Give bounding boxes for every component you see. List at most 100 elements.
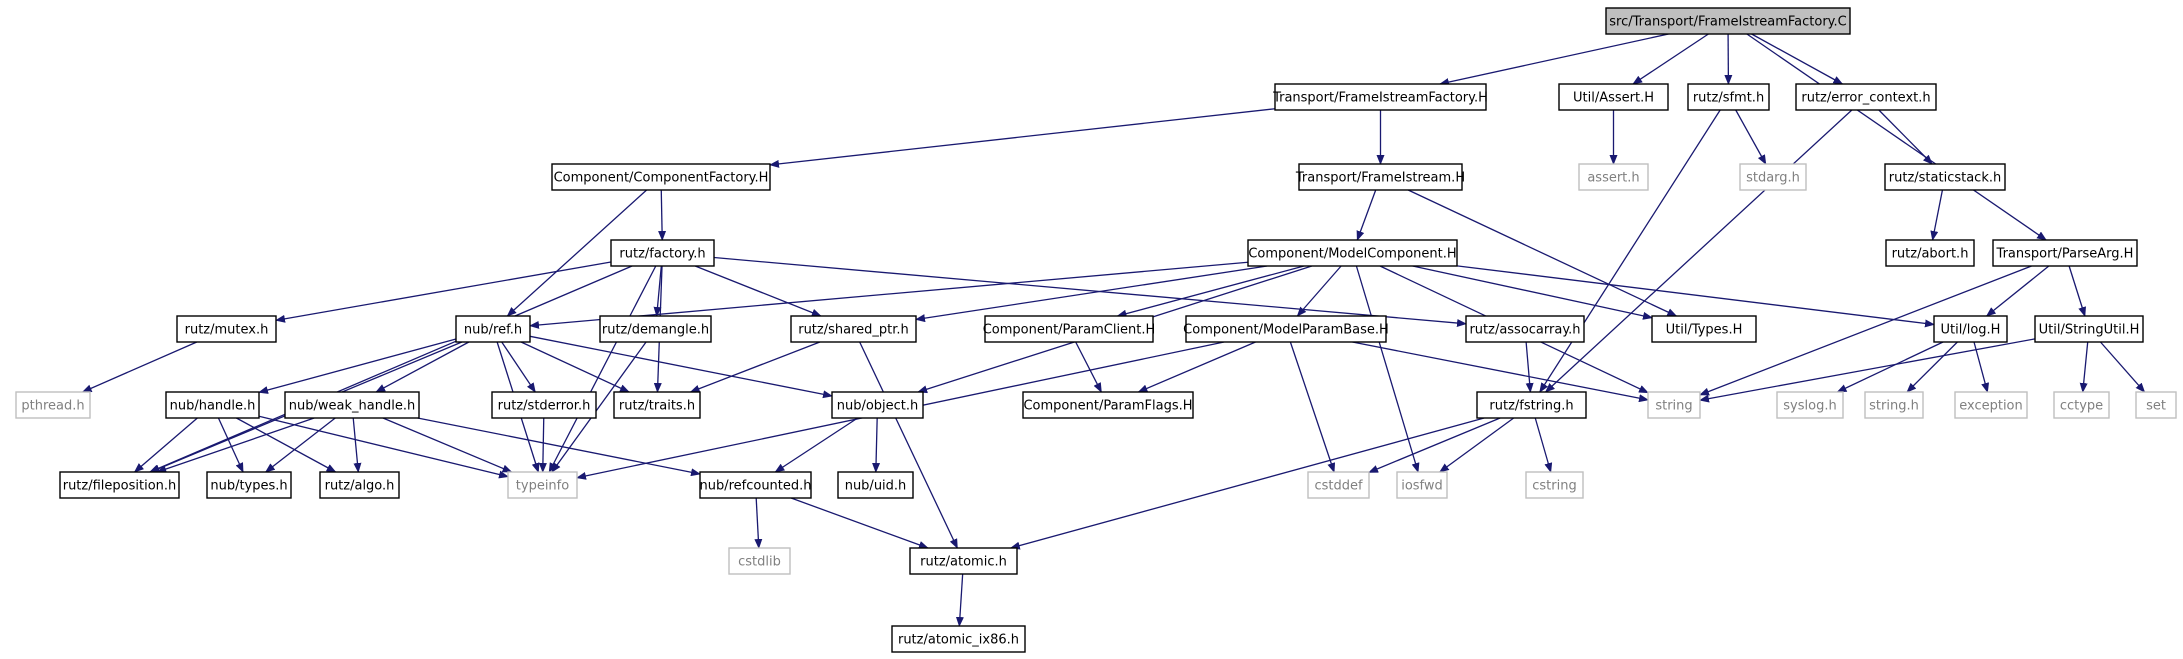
edge-nubobject-to-nubuid <box>872 417 881 473</box>
node-assocarray[interactable]: rutz/assocarray.h <box>1465 315 1585 343</box>
node-box <box>599 315 712 343</box>
node-layer: src/Transport/FrameIstreamFactory.C Trans… <box>15 7 2177 653</box>
node-set: set <box>2135 391 2177 419</box>
node-sharedptr[interactable]: rutz/shared_ptr.h <box>790 315 917 343</box>
node-mutex[interactable]: rutz/mutex.h <box>176 315 277 343</box>
node-fis[interactable]: Transport/FrameIstream.H <box>1295 163 1465 191</box>
node-box <box>984 315 1154 343</box>
node-label: nub/refcounted.h <box>699 479 811 494</box>
node-nubuid[interactable]: nub/uid.h <box>837 471 914 499</box>
node-pthread: pthread.h <box>15 391 91 419</box>
node-atomicix86[interactable]: rutz/atomic_ix86.h <box>891 625 1026 653</box>
edge-nubref-to-traits <box>520 341 630 393</box>
node-nubref[interactable]: nub/ref.h <box>455 315 531 343</box>
node-label: Component/ComponentFactory.H <box>554 171 769 186</box>
edge-root-to-fifH <box>1438 33 1669 86</box>
node-box <box>1525 471 1584 499</box>
node-box <box>1687 83 1770 111</box>
node-types[interactable]: Util/Types.H <box>1651 315 1757 343</box>
node-refcounted[interactable]: nub/refcounted.h <box>699 471 812 499</box>
node-factory[interactable]: rutz/factory.h <box>610 239 715 267</box>
edge-modelcomp-to-iosfwd <box>1355 265 1420 473</box>
node-abort[interactable]: rutz/abort.h <box>1885 239 1975 267</box>
node-box <box>831 391 924 419</box>
edge-fstring-to-atomic <box>1009 417 1485 550</box>
node-label: rutz/demangle.h <box>602 323 709 338</box>
node-staticstack[interactable]: rutz/staticstack.h <box>1884 163 2006 191</box>
node-compfac[interactable]: Component/ComponentFactory.H <box>551 163 771 191</box>
node-fstring[interactable]: rutz/fstring.h <box>1476 391 1587 419</box>
node-stringh: string.h <box>1864 391 1924 419</box>
node-assertH[interactable]: Util/Assert.H <box>1558 83 1669 111</box>
node-fifH[interactable]: Transport/FrameIstreamFactory.H <box>1272 83 1488 111</box>
edge-weakhandle-to-algo <box>352 417 362 473</box>
node-box <box>1247 239 1458 267</box>
edge-fis-to-types <box>1407 189 1678 317</box>
edge-factory-to-mutex <box>275 261 612 323</box>
edge-atomic-to-atomicix86 <box>955 573 964 627</box>
node-box <box>59 471 180 499</box>
edge-layer <box>81 33 2146 627</box>
edge-fifH-to-compfac <box>769 108 1276 168</box>
node-parsearg[interactable]: Transport/ParseArg.H <box>1992 239 2138 267</box>
node-sfmt[interactable]: rutz/sfmt.h <box>1687 83 1770 111</box>
edge-modelcomp-to-paramclient <box>1116 265 1305 318</box>
node-stdarg: stdarg.h <box>1739 163 1807 191</box>
node-label: typeinfo <box>516 479 569 494</box>
node-modelcomp[interactable]: Component/ModelComponent.H <box>1247 239 1458 267</box>
node-box <box>1605 7 1851 35</box>
edge-root-to-parsearg <box>1746 33 2047 241</box>
node-box <box>1933 315 2008 343</box>
node-root[interactable]: src/Transport/FrameIstreamFactory.C <box>1605 7 1851 35</box>
node-weakhandle[interactable]: nub/weak_handle.h <box>284 391 420 419</box>
node-box <box>284 391 420 419</box>
edge-parsearg-to-log <box>1985 265 2050 317</box>
node-iosfwd: iosfwd <box>1396 471 1448 499</box>
node-nubtypes[interactable]: nub/types.h <box>206 471 292 499</box>
node-algo[interactable]: rutz/algo.h <box>319 471 400 499</box>
node-modelparambase[interactable]: Component/ModelParamBase.H <box>1183 315 1389 343</box>
node-paramclient[interactable]: Component/ParamClient.H <box>983 315 1156 343</box>
node-filepos[interactable]: rutz/fileposition.h <box>59 471 180 499</box>
edge-stderror-to-typeinfo <box>538 417 547 473</box>
node-box <box>2053 391 2110 419</box>
edge-weakhandle-to-refcounted <box>417 417 701 477</box>
node-label: nub/handle.h <box>170 399 256 414</box>
edge-weakhandle-to-typeinfo <box>382 417 513 473</box>
node-cstdlib: cstdlib <box>728 547 791 575</box>
node-label: Component/ModelComponent.H <box>1248 247 1456 262</box>
node-paramflags[interactable]: Component/ParamFlags.H <box>1022 391 1194 419</box>
edge-root-to-assertH <box>1632 33 1709 85</box>
node-stderror[interactable]: rutz/stderror.h <box>491 391 597 419</box>
node-box <box>455 315 531 343</box>
edge-nubobject-to-refcounted <box>774 417 859 473</box>
node-stringutil[interactable]: Util/StringUtil.H <box>2034 315 2144 343</box>
edge-factory-to-demangle <box>653 265 662 317</box>
node-box <box>551 163 771 191</box>
node-label: nub/types.h <box>210 479 287 494</box>
node-syslog: syslog.h <box>1776 391 1844 419</box>
node-label: rutz/assocarray.h <box>1469 323 1580 338</box>
node-errctx[interactable]: rutz/error_context.h <box>1795 83 1937 111</box>
edge-log-to-syslog <box>1836 341 1944 393</box>
edge-compfac-to-nubref <box>506 189 648 317</box>
node-label: pthread.h <box>21 399 84 414</box>
node-box <box>1298 163 1463 191</box>
edge-parsearg-to-stringutil <box>2068 265 2086 317</box>
edge-factory-to-typeinfo <box>548 265 657 473</box>
node-label: rutz/abort.h <box>1892 247 1969 262</box>
node-handle[interactable]: nub/handle.h <box>165 391 260 419</box>
node-box <box>1992 239 2138 267</box>
node-box <box>1651 315 1757 343</box>
node-box <box>837 471 914 499</box>
edge-errctx-to-fstring <box>1544 109 1853 393</box>
node-label: Util/Types.H <box>1666 323 1743 338</box>
node-traits[interactable]: rutz/traits.h <box>613 391 701 419</box>
node-atomic[interactable]: rutz/atomic.h <box>909 547 1018 575</box>
node-log[interactable]: Util/log.H <box>1933 315 2008 343</box>
node-label: rutz/fileposition.h <box>63 479 177 494</box>
node-demangle[interactable]: rutz/demangle.h <box>599 315 712 343</box>
node-string: string <box>1647 391 1701 419</box>
node-nubobject[interactable]: nub/object.h <box>831 391 924 419</box>
node-cstddef: cstddef <box>1307 471 1370 499</box>
